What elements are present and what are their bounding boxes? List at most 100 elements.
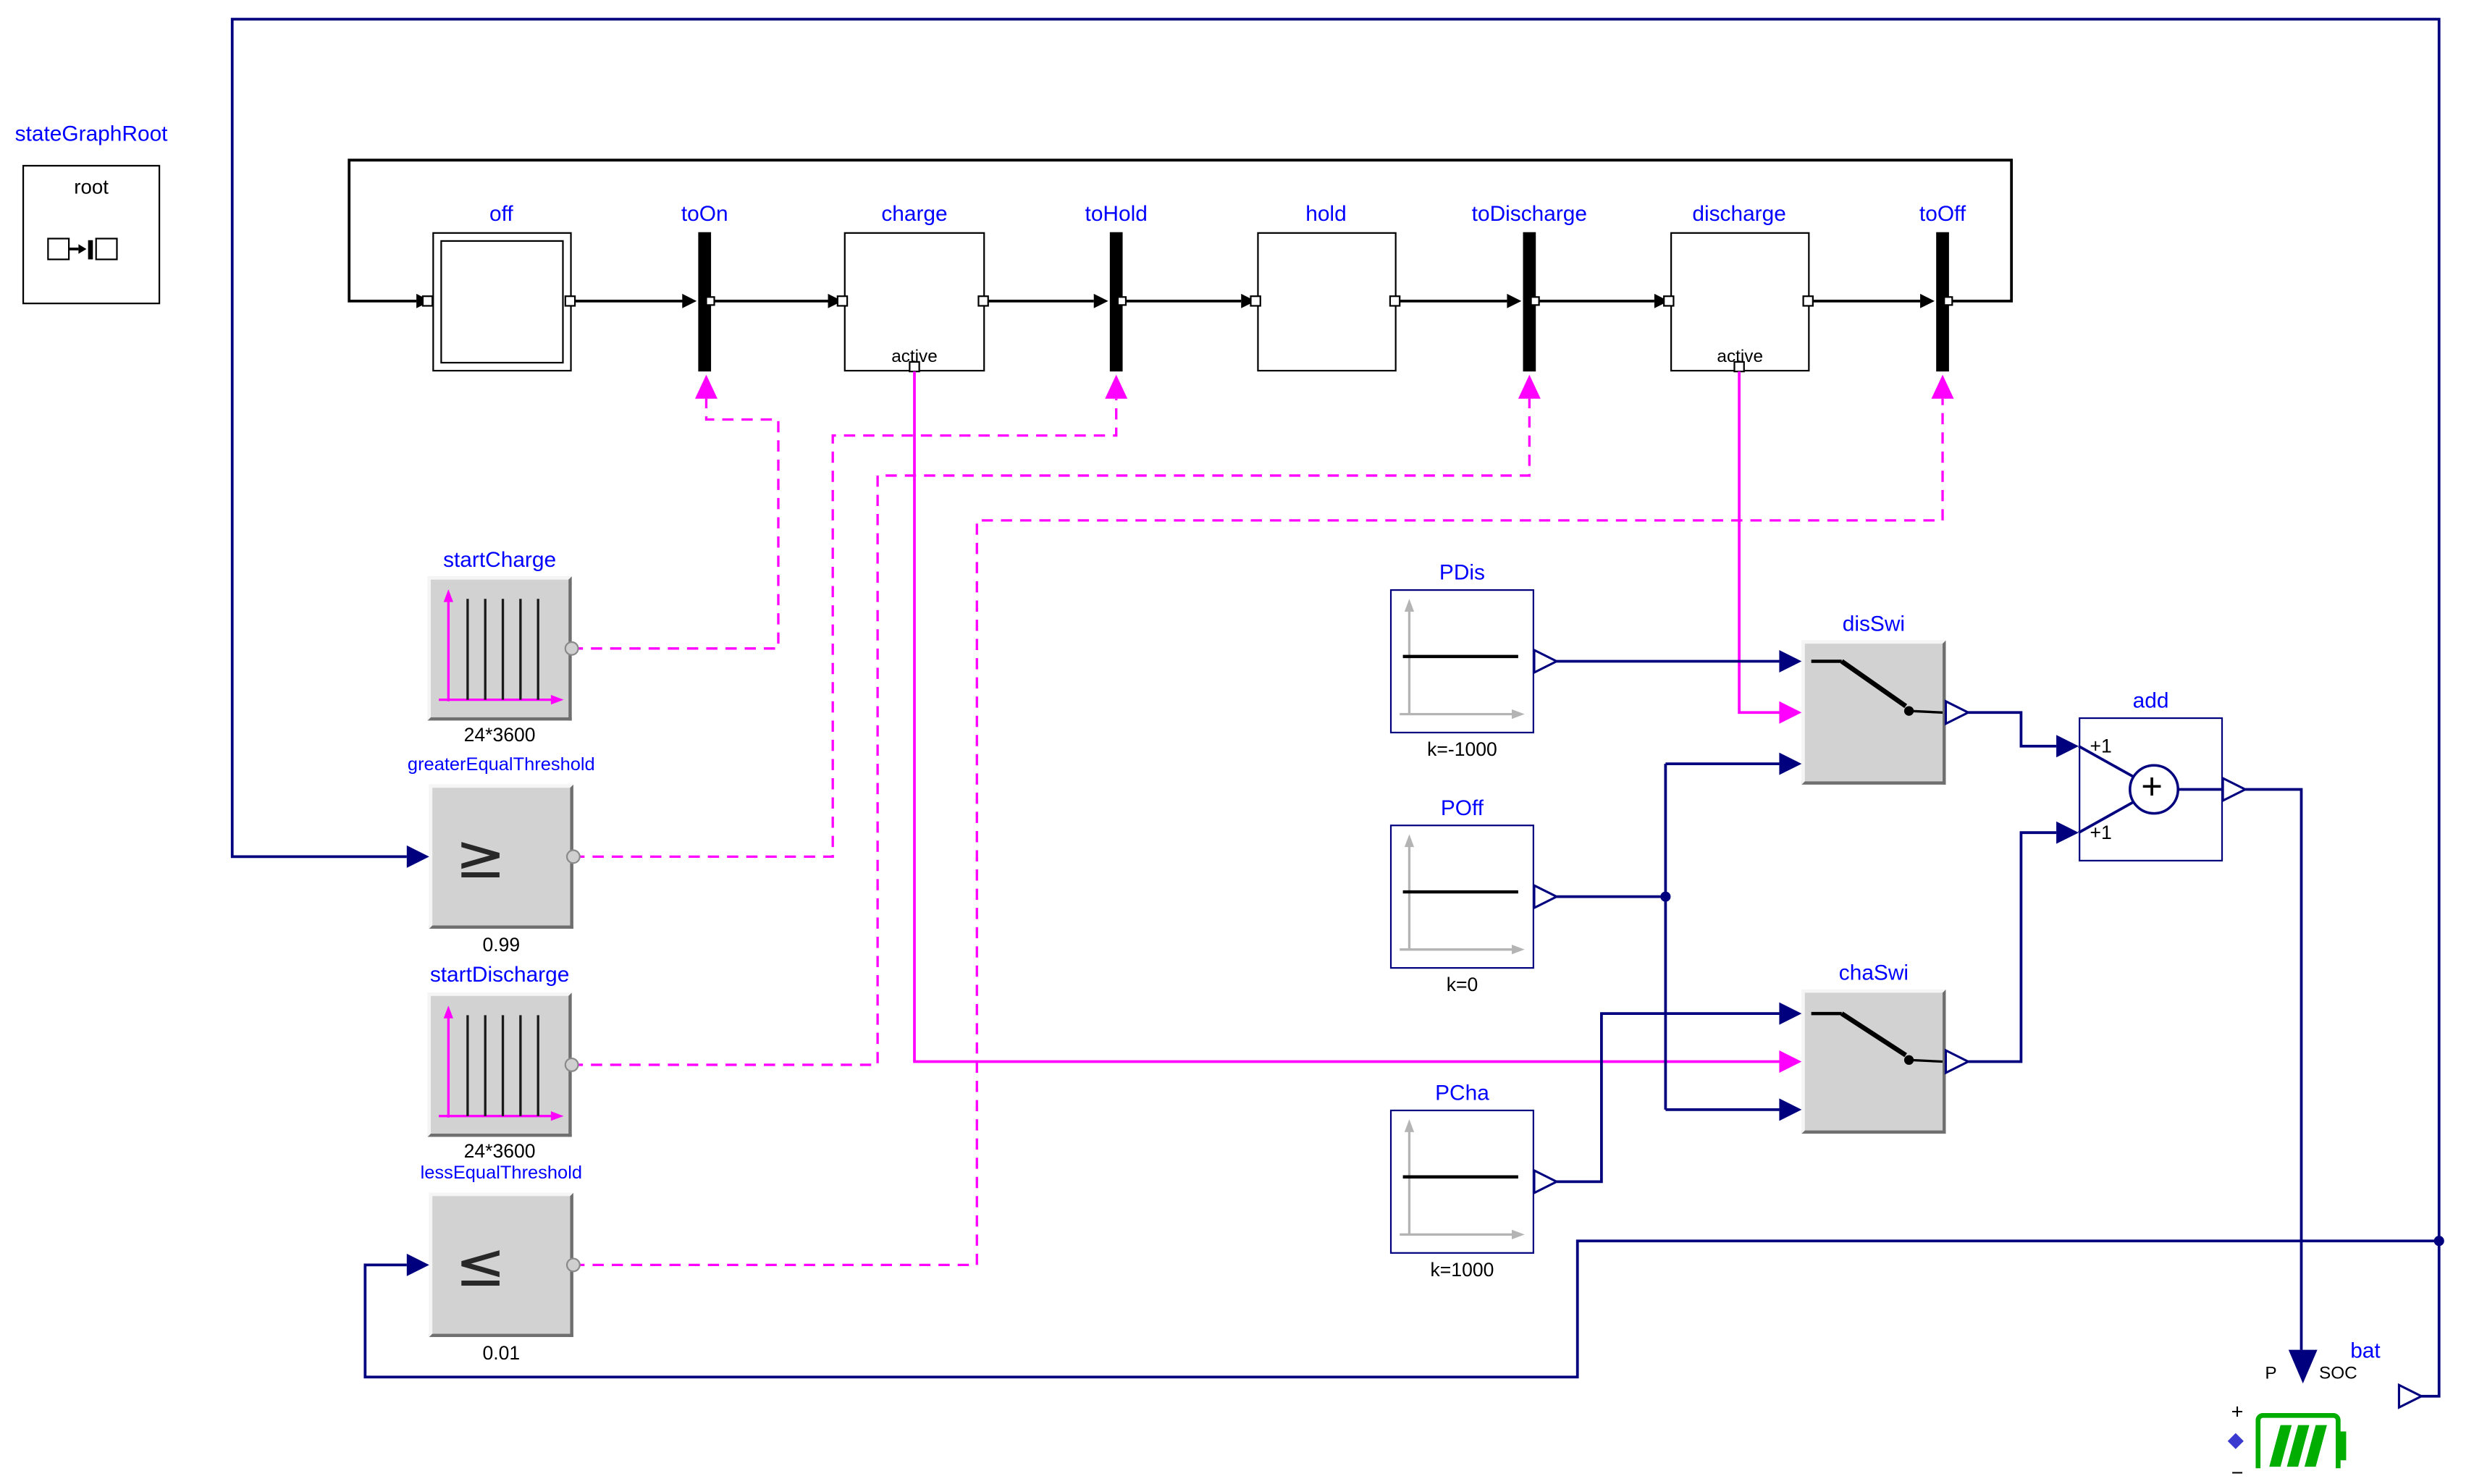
connection-charge-to-tohold[interactable] (985, 293, 1108, 308)
port-add-u1[interactable] (2056, 735, 2079, 758)
port-disswi-u3[interactable] (1779, 752, 1802, 775)
connection-soc-to-lessequalthreshold[interactable] (363, 1236, 2444, 1379)
block-greaterequalthreshold[interactable] (429, 784, 573, 929)
connection-off-to-toon[interactable] (571, 293, 697, 308)
port-chaswi-u3[interactable] (1779, 1098, 1802, 1121)
block-pdis[interactable] (1389, 589, 1535, 734)
param-startcharge: 24*3600 (463, 723, 536, 746)
label-add: add (2132, 688, 2169, 713)
port-lessequalthreshold-u[interactable] (406, 1253, 429, 1276)
port-greaterequalthreshold-y[interactable] (565, 849, 581, 864)
port-pcha-y[interactable] (1533, 1168, 1560, 1195)
label-pcha: PCha (1435, 1081, 1489, 1105)
port-pdis-y[interactable] (1533, 648, 1560, 675)
state-off-inner-border (440, 240, 564, 364)
transition-tooff[interactable] (1936, 232, 1949, 372)
port-greaterequalthreshold-u[interactable] (406, 845, 429, 868)
block-poff[interactable] (1389, 825, 1535, 969)
port-tooff-condition[interactable] (1931, 374, 1954, 399)
block-stategraphroot[interactable]: root (22, 164, 161, 305)
connection-discharge-active-to-disswi[interactable] (1738, 371, 1780, 714)
junction-soc (2433, 1236, 2444, 1247)
connection-startcharge-to-toon[interactable] (571, 398, 780, 650)
block-pcha[interactable] (1389, 1109, 1535, 1254)
lessequal-symbol: ≤ (455, 1229, 506, 1301)
connection-chaswi-to-add[interactable] (1968, 831, 2057, 1063)
connection-poff-to-switches[interactable] (1556, 762, 1780, 1111)
connection-toon-to-charge[interactable] (711, 293, 843, 308)
connection-todischarge-to-discharge[interactable] (1536, 293, 1669, 308)
connection-disswi-to-add[interactable] (1968, 711, 2057, 748)
port-lessequalthreshold-y[interactable] (565, 1257, 581, 1273)
param-lessequalthreshold: 0.01 (482, 1341, 521, 1365)
connector-discharge-in[interactable] (1663, 295, 1675, 307)
port-tohold-condition[interactable] (1105, 374, 1128, 399)
port-startcharge-y[interactable] (564, 641, 579, 656)
connector-discharge-out[interactable] (1802, 295, 1814, 307)
connection-charge-active-to-chaswi[interactable] (913, 371, 1780, 1063)
port-add-u2[interactable] (2056, 821, 2079, 844)
connector-hold-out[interactable] (1389, 295, 1401, 307)
state-charge[interactable]: active (843, 232, 985, 372)
connector-charge-in[interactable] (836, 295, 849, 307)
connector-charge-active[interactable] (909, 361, 920, 373)
label-chaswi: chaSwi (1838, 961, 1909, 985)
port-add-y[interactable] (2221, 776, 2248, 803)
connection-tohold-to-hold[interactable] (1122, 293, 1256, 308)
connector-charge-out[interactable] (977, 295, 989, 307)
connector-off-in[interactable] (421, 295, 434, 307)
port-poff-y[interactable] (1533, 883, 1560, 910)
port-bat-p[interactable] (2288, 1349, 2318, 1384)
port-todischarge-condition[interactable] (1518, 374, 1541, 399)
battery-icon[interactable] (2255, 1413, 2347, 1469)
label-state-discharge: discharge (1692, 201, 1786, 226)
transition-todischarge[interactable] (1523, 232, 1536, 372)
startdischarge-icon (439, 1006, 564, 1121)
port-chaswi-u1[interactable] (1779, 1002, 1802, 1025)
chaswi-icon (1811, 1011, 1943, 1065)
label-bat: bat (2350, 1338, 2381, 1363)
port-chaswi-y[interactable] (1944, 1048, 1971, 1075)
connection-discharge-to-tooff[interactable] (1809, 293, 1935, 308)
label-transition-tohold: toHold (1085, 201, 1148, 226)
connection-startdischarge-to-todischarge[interactable] (571, 398, 1531, 1066)
stategraphroot-title: root (74, 176, 109, 199)
poff-icon (1400, 834, 1525, 955)
bat-port-p-label: P (2265, 1364, 2277, 1384)
label-state-hold: hold (1305, 201, 1347, 226)
label-pdis: PDis (1439, 560, 1485, 585)
connector-toon-out[interactable] (705, 296, 715, 306)
label-disswi: disSwi (1842, 611, 1906, 636)
port-disswi-u2[interactable] (1779, 701, 1802, 724)
pdis-icon (1400, 599, 1525, 720)
connector-tohold-out[interactable] (1116, 296, 1127, 306)
port-toon-condition[interactable] (694, 374, 718, 399)
connector-discharge-active[interactable] (1733, 361, 1745, 373)
param-pcha: k=1000 (1430, 1258, 1494, 1281)
connection-add-to-bat[interactable] (2245, 788, 2303, 1350)
add-icon (2078, 745, 2223, 834)
stategraphroot-icon (47, 237, 118, 261)
state-discharge[interactable]: active (1670, 232, 1810, 372)
connector-tooff-out[interactable] (1943, 296, 1953, 306)
port-bat-soc[interactable] (2397, 1383, 2424, 1409)
connector-hold-in[interactable] (1250, 295, 1261, 307)
transition-toon[interactable] (698, 232, 712, 372)
connector-off-out[interactable] (564, 295, 576, 307)
transition-tohold[interactable] (1109, 232, 1123, 372)
connection-hold-to-todischarge[interactable] (1396, 293, 1522, 308)
port-startdischarge-y[interactable] (564, 1057, 579, 1072)
connection-pcha-to-chaswi[interactable] (1556, 1012, 1780, 1184)
port-disswi-u1[interactable] (1779, 650, 1802, 673)
port-chaswi-u2[interactable] (1779, 1050, 1802, 1073)
connector-todischarge-out[interactable] (1530, 296, 1540, 306)
connection-greaterequalthreshold-to-tohold[interactable] (573, 398, 1118, 859)
connection-loop-tooff-to-off[interactable] (348, 159, 2014, 308)
battery-pin-icon[interactable] (2227, 1433, 2244, 1449)
label-state-off: off (489, 201, 513, 226)
connection-soc-to-greaterequalthreshold[interactable] (230, 17, 2441, 1398)
bat-port-soc-label: SOC (2319, 1364, 2357, 1384)
port-disswi-y[interactable] (1944, 699, 1971, 726)
connection-lessequalthreshold-to-tooff[interactable] (573, 398, 1944, 1267)
